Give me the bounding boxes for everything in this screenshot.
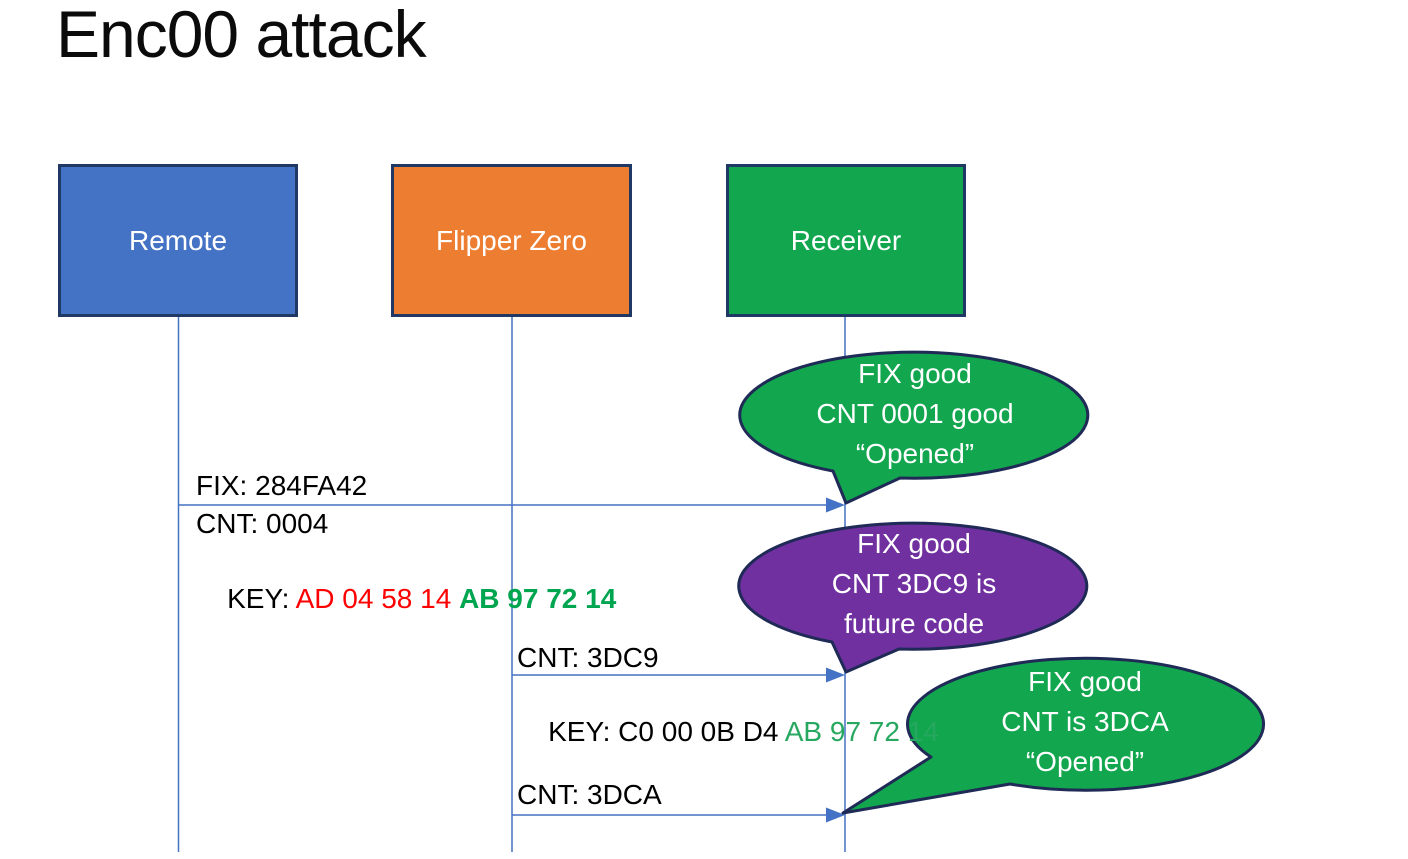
message-arrow-1: [178, 497, 845, 513]
message-1-key-label: KEY: AD 04 58 14 AB 97 72 14: [196, 543, 616, 654]
message-1-fix-label: FIX: 284FA42: [196, 470, 368, 501]
callout-bubble-1: [738, 350, 1090, 505]
message-2-key-label: KEY: C0 00 0B D4 AB 97 72 14: [517, 676, 939, 787]
actor-label-receiver: Receiver: [790, 224, 902, 256]
message-arrow-3: [512, 807, 845, 823]
message-arrow-2: [512, 667, 845, 683]
actor-box-remote: Remote: [58, 164, 298, 317]
key-prefix: KEY:: [227, 583, 296, 614]
key-black-bytes: C0 02 8A 33: [618, 854, 778, 859]
callout-line: FIX good: [858, 358, 972, 389]
callout-3-text: FIX good CNT is 3DCA “Opened”: [915, 662, 1255, 782]
page-title: Enc00 attack: [56, 0, 427, 71]
key-green-bytes: AB 97 72 14: [784, 716, 939, 747]
callout-1-text: FIX good CNT 0001 good “Opened”: [745, 354, 1085, 474]
message-1-cnt-label: CNT: 0004: [196, 508, 329, 539]
actor-box-receiver: Receiver: [726, 164, 966, 317]
actor-box-flipper-zero: Flipper Zero: [391, 164, 632, 317]
callout-line: CNT 0001 good: [816, 398, 1014, 429]
callout-bubble-3: [841, 656, 1265, 815]
actor-label-remote: Remote: [128, 224, 228, 256]
arrowhead-icon: [826, 807, 845, 823]
key-red-bytes: AD 04 58 14: [295, 583, 460, 614]
message-3-key-label: KEY: C0 02 8A 33 AB 97 72 14: [517, 814, 933, 859]
callout-line: “Opened”: [1025, 746, 1145, 777]
key-prefix: KEY:: [548, 854, 618, 859]
callout-line: FIX good: [1028, 666, 1142, 697]
message-2-cnt-label: CNT: 3DC9: [517, 642, 659, 673]
callout-line: “Opened”: [855, 438, 975, 469]
key-prefix: KEY:: [548, 716, 619, 747]
callout-line: CNT 3DC9 is: [831, 568, 997, 599]
callout-line: CNT is 3DCA: [1001, 706, 1169, 737]
actor-label-flipper-zero: Flipper Zero: [436, 224, 587, 256]
arrowhead-icon: [826, 667, 845, 683]
key-green-bytes: AB 97 72 14: [779, 854, 933, 859]
key-green-bytes: AB 97 72 14: [459, 583, 617, 614]
callout-bubble-2: [737, 521, 1089, 674]
callout-line: FIX good: [857, 528, 971, 559]
key-black-bytes: C0 00 0B D4: [618, 716, 785, 747]
callout-2-text: FIX good CNT 3DC9 is future code: [744, 524, 1084, 644]
callout-line: future code: [843, 608, 985, 639]
message-3-cnt-label: CNT: 3DCA: [517, 779, 662, 810]
arrowhead-icon: [826, 497, 845, 513]
